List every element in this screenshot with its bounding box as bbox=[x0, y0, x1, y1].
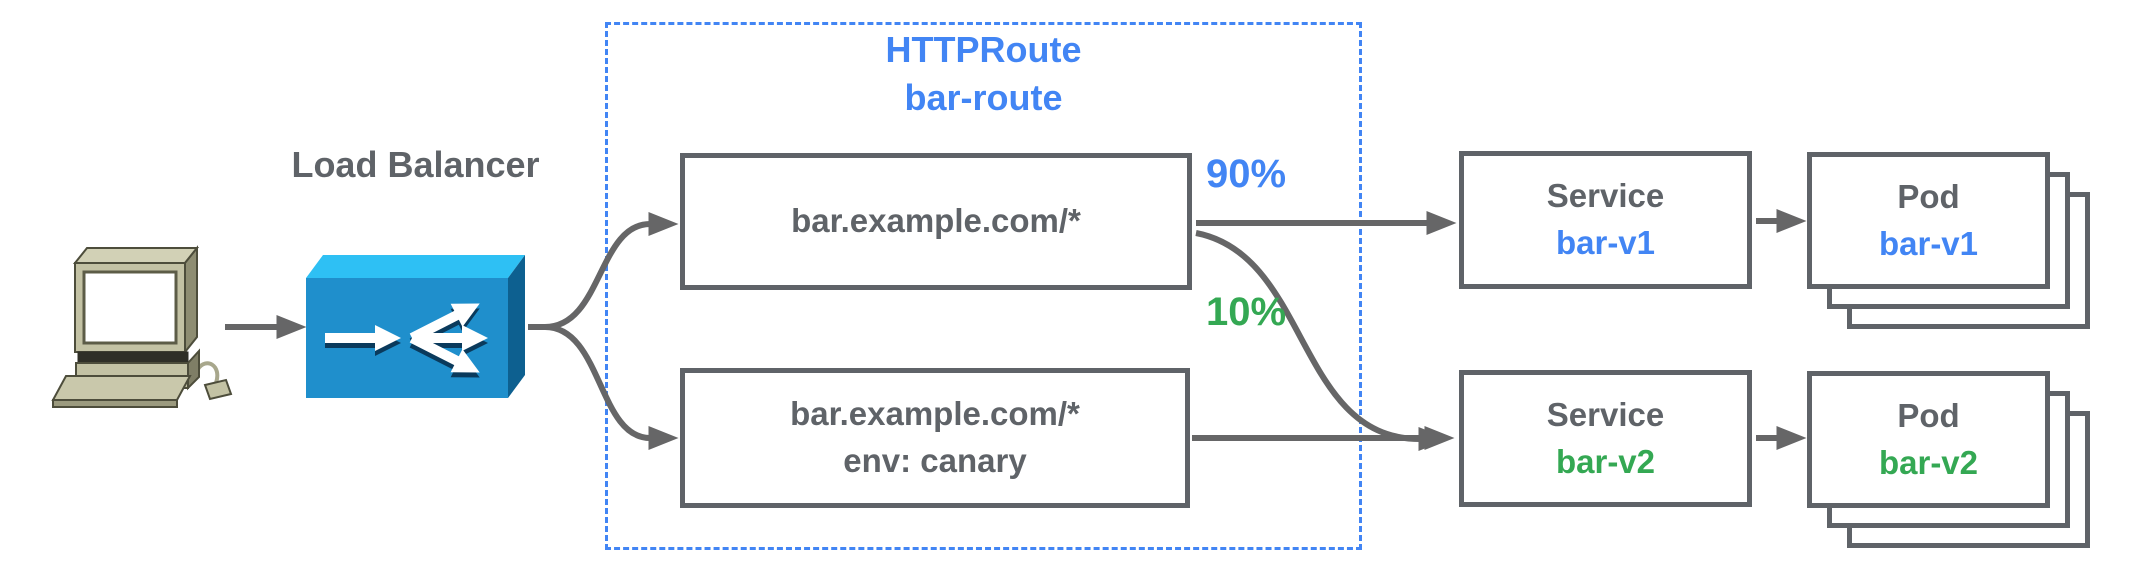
service-v1-name: bar-v1 bbox=[1555, 224, 1656, 261]
route-rule-1-box: bar.example.com/* bbox=[680, 153, 1192, 290]
route-rule-2-match: bar.example.com/* bbox=[790, 395, 1080, 433]
lb-to-rule1-arrow bbox=[544, 212, 679, 330]
httproute-title: HTTPRoute bar-route bbox=[605, 26, 1362, 121]
httproute-kind: HTTPRoute bbox=[885, 29, 1082, 70]
lb-to-rule2-arrow bbox=[544, 324, 679, 450]
httproute-region bbox=[605, 22, 1362, 550]
httproute-name: bar-route bbox=[904, 76, 1063, 118]
pod-v1-name: bar-v1 bbox=[1878, 224, 1979, 262]
service-v1-kind: Service bbox=[1546, 177, 1665, 215]
pod-v1-card: Pod bar-v1 bbox=[1807, 152, 2050, 289]
client-computer-icon bbox=[51, 245, 233, 408]
pod-v1-kind: Pod bbox=[1897, 177, 1960, 215]
service-v2-kind: Service bbox=[1546, 395, 1665, 433]
pod-v2-kind: Pod bbox=[1897, 396, 1960, 434]
route-rule-2-header: env: canary bbox=[843, 442, 1027, 479]
service-v2-box: Service bar-v2 bbox=[1459, 370, 1752, 507]
traffic-weight-90-label: 90% bbox=[1206, 152, 1287, 196]
route-rule-1-match: bar.example.com/* bbox=[791, 202, 1081, 240]
route-rule-2-box: bar.example.com/* env: canary bbox=[680, 368, 1190, 508]
service-v1-box: Service bar-v1 bbox=[1459, 151, 1752, 289]
pod-v2-name: bar-v2 bbox=[1878, 443, 1979, 481]
load-balancer-icon bbox=[306, 255, 525, 398]
rule1-to-service-v2-curve bbox=[1195, 230, 1449, 451]
traffic-weight-10-label: 10% bbox=[1206, 290, 1287, 334]
load-balancer-label: Load Balancer bbox=[291, 144, 540, 185]
service-v2-name: bar-v2 bbox=[1555, 442, 1656, 480]
pod-v2-card: Pod bar-v2 bbox=[1807, 371, 2050, 508]
